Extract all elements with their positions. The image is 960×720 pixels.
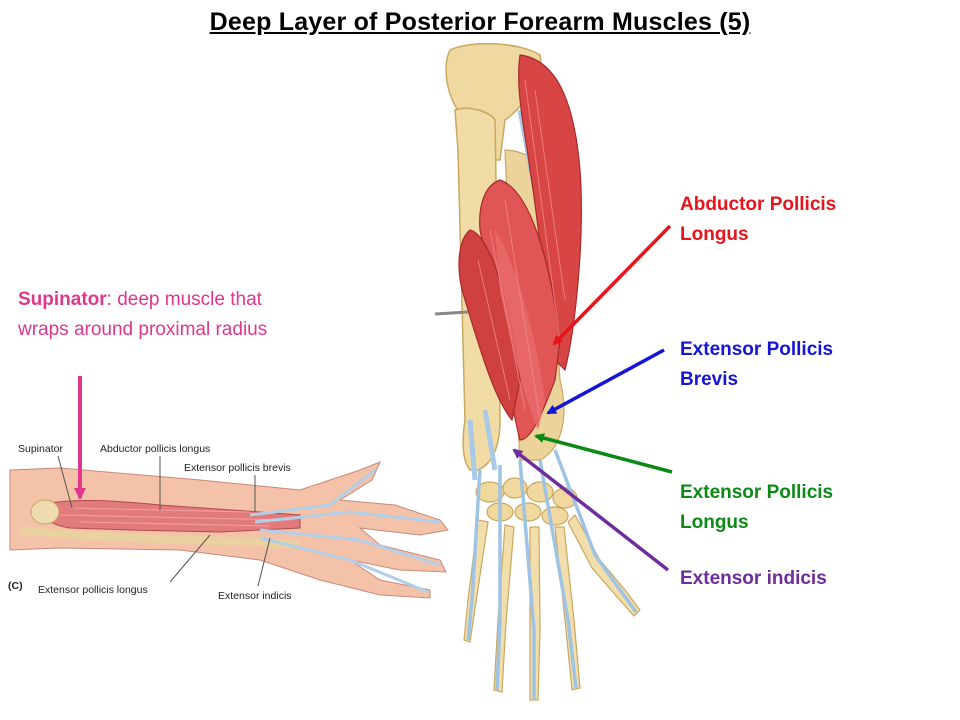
indicis-label-text: Extensor indicis (680, 568, 827, 589)
supinator-desc-line2: wraps around proximal radius (18, 319, 268, 340)
extensor-pollicis-brevis-label: Extensor Pollicis Brevis (680, 335, 833, 395)
inset-panel-label: (C) (8, 580, 23, 592)
supinator-term: Supinator (18, 289, 107, 310)
longus-label-line1: Extensor Pollicis (680, 482, 834, 503)
extensor-pollicis-longus-label: Extensor Pollicis Longus (680, 478, 833, 538)
inset-label-abductor: Abductor pollicis longus (100, 443, 211, 455)
lateral-forearm-inset (9, 455, 449, 599)
brevis-label-line1: Extensor Pollicis (680, 339, 834, 360)
extensor-indicis-label: Extensor indicis (680, 564, 827, 594)
abductor-label-line2: Longus (680, 224, 749, 245)
longus-label-line2: Longus (680, 512, 749, 533)
inset-label-supinator: Supinator (18, 443, 63, 455)
brevis-label-line2: Brevis (680, 369, 739, 390)
brevis-arrow (546, 348, 665, 415)
inset-label-indicis: Extensor indicis (218, 590, 292, 602)
abductor-label-line1: Abductor Pollicis (680, 194, 837, 215)
longus-arrow (534, 433, 673, 474)
abductor-pollicis-longus-label: Abductor Pollicis Longus (680, 190, 836, 250)
indicis-arrow (512, 448, 670, 572)
supinator-desc-line1: : deep muscle that (106, 289, 262, 310)
inset-label-brevis: Extensor pollicis brevis (184, 462, 291, 474)
abductor-arrow (552, 224, 672, 346)
page-title: Deep Layer of Posterior Forearm Muscles … (209, 8, 751, 36)
supinator-note: Supinator: deep muscle that wraps around… (18, 285, 267, 345)
posterior-forearm-figure (434, 42, 641, 701)
inset-label-longus: Extensor pollicis longus (38, 584, 148, 596)
